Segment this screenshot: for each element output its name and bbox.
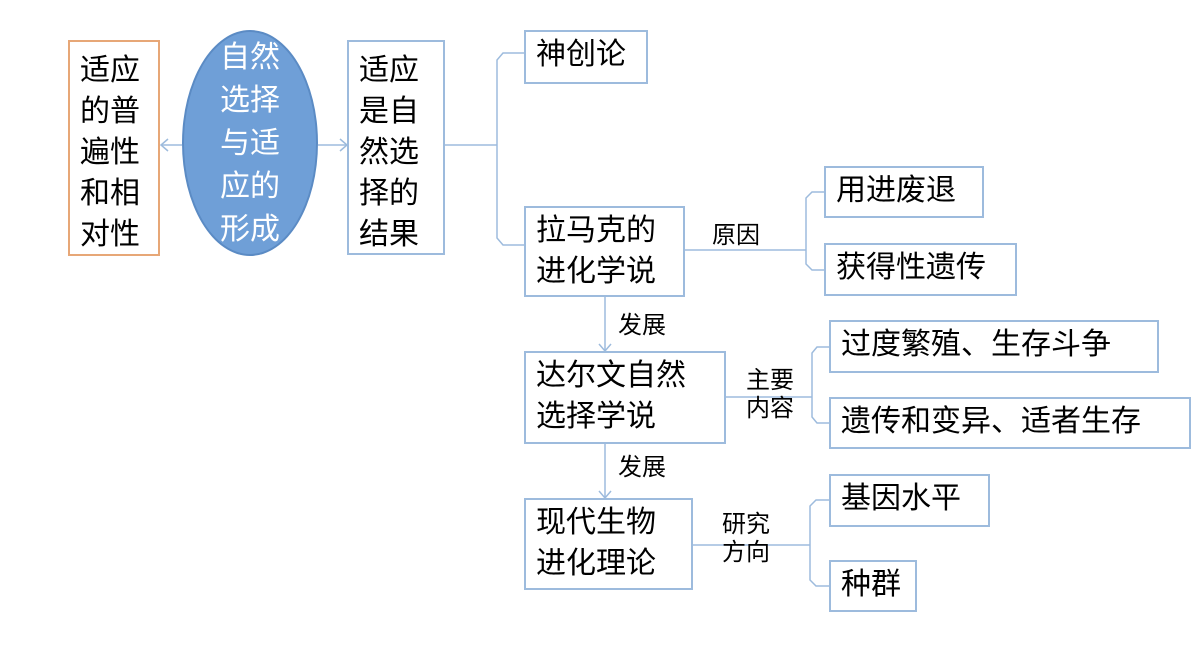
lamarck-theory-box: 拉马克的 进化学说 [524, 206, 685, 297]
modern-item-gene-level: 基因水平 [829, 474, 990, 527]
bracket-lamarck [805, 191, 824, 271]
bracket-theories [496, 52, 524, 246]
lamarck-relation-label: 原因 [712, 221, 760, 249]
adaptation-universality-box: 适应 的普 遍性 和相 对性 [68, 40, 160, 256]
develop-label-1: 发展 [618, 311, 666, 339]
darwin-item-overproduction: 过度繁殖、生存斗争 [829, 320, 1159, 373]
modern-theory-box: 现代生物 进化理论 [524, 498, 693, 590]
adaptation-result-box: 适应 是自 然选 择的 结果 [347, 40, 445, 255]
develop-label-2: 发展 [618, 453, 666, 481]
bracket-darwin [811, 346, 829, 424]
lamarck-item-acquired-inheritance: 获得性遗传 [824, 243, 1017, 296]
natural-selection-oval-label: 自然 选择 与适 应的 形成 [220, 40, 280, 247]
darwin-item-variation-survival: 遗传和变异、适者生存 [829, 397, 1191, 449]
darwin-theory-box: 达尔文自然 选择学说 [524, 351, 726, 444]
darwin-relation-label: 主要 内容 [746, 366, 794, 422]
modern-relation-label: 研究 方向 [722, 510, 770, 566]
lamarck-item-use-disuse: 用进废退 [824, 166, 984, 218]
modern-item-population: 种群 [829, 560, 917, 612]
bracket-modern [809, 499, 829, 587]
arrowhead-left [159, 138, 169, 152]
natural-selection-oval [182, 30, 318, 256]
creationism-box: 神创论 [524, 30, 648, 84]
